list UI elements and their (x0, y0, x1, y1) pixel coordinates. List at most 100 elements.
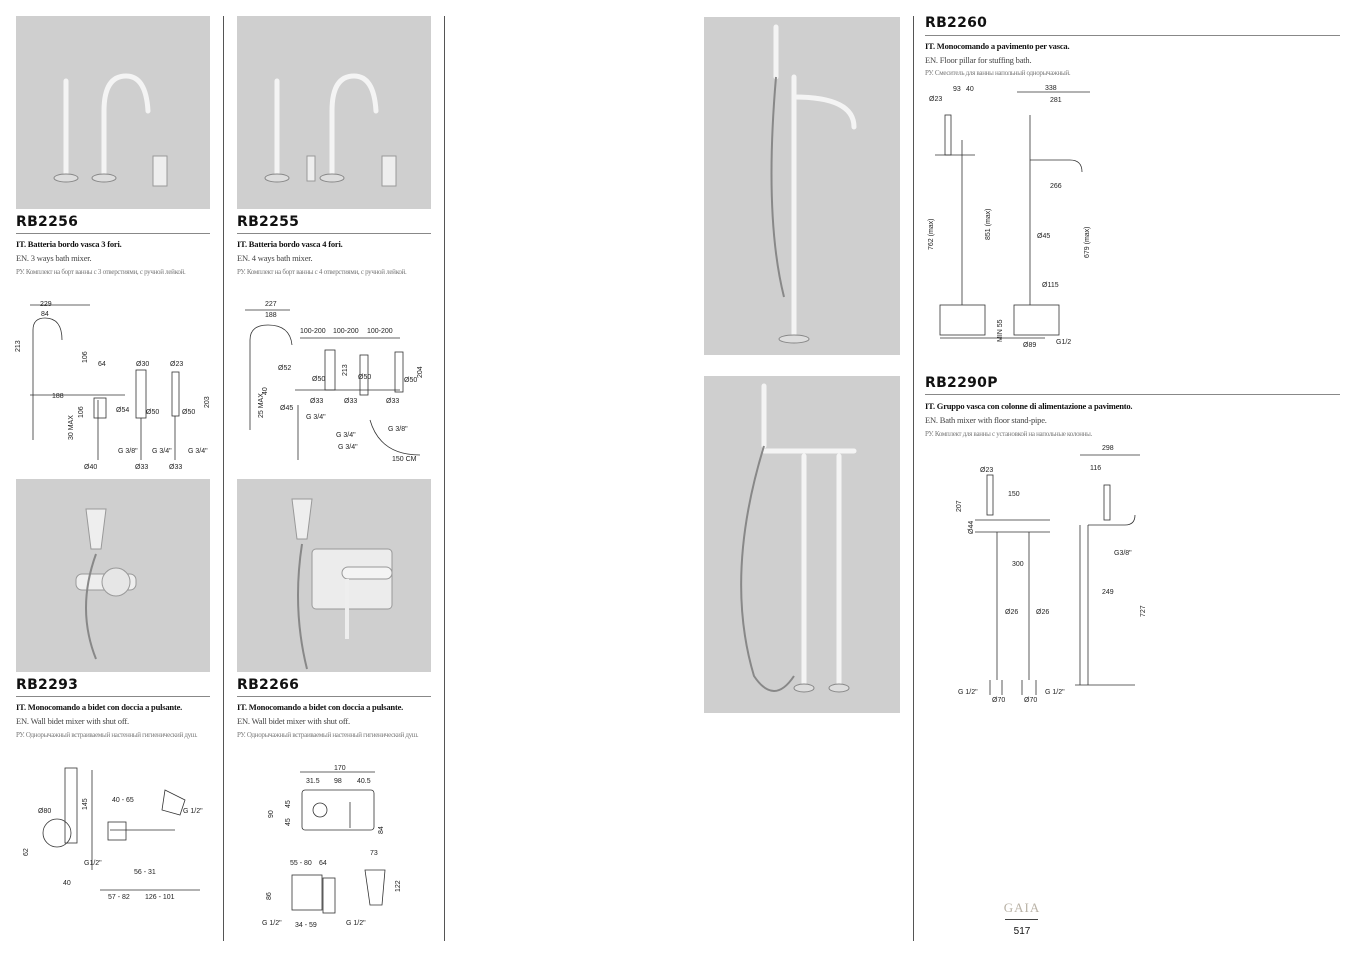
dimension-label: 298 (1102, 445, 1114, 452)
description-it: IT. Gruppo vasca con colonne di alimenta… (925, 401, 1133, 411)
dimension-label: 213 (342, 364, 349, 376)
dimension-label: Ø50 (312, 376, 326, 383)
product-photo-rb2293 (16, 479, 210, 672)
dimension-label: 203 (204, 396, 211, 408)
column-divider (223, 16, 224, 941)
dimension-label: 31.5 (306, 778, 320, 785)
dimension-label: 56 - 31 (134, 869, 156, 876)
dimension-label: G 3/4" (306, 414, 326, 421)
dimension-label: G 3/8" (118, 448, 138, 455)
dimension-label: Ø50 (146, 409, 160, 416)
dimension-label: 266 (1050, 183, 1062, 190)
dimension-label: 55 - 80 (290, 860, 312, 867)
dimension-label: 300 (1012, 561, 1024, 568)
heading-rule (925, 35, 1340, 36)
product-photo-rb2255 (237, 16, 431, 209)
dimension-label: Ø30 (136, 361, 150, 368)
dimension-label: 62 (23, 848, 30, 856)
dimension-label: 73 (370, 850, 378, 857)
product-photo-rb2256 (16, 16, 210, 209)
description-ru: РУ. Комплект на борт ванны с 4 отверстия… (237, 268, 407, 276)
description-en: EN. 4 ways bath mixer. (237, 253, 313, 263)
dimension-label: 213 (15, 340, 22, 352)
dimension-label: 45 (285, 818, 292, 826)
dimension-label: 116 (1090, 465, 1102, 472)
dimension-label: Ø23 (980, 467, 994, 474)
description-ru: РУ. Однорычажный встраиваемый настенный … (237, 731, 419, 739)
dimension-label: Ø33 (310, 398, 324, 405)
dimension-label: 150 (1008, 491, 1020, 498)
description-en: EN. Wall bidet mixer with shut off. (16, 716, 129, 726)
dimension-label: 150 CM (392, 456, 417, 463)
dimension-label: 84 (378, 826, 385, 834)
dimension-label: 86 (266, 892, 273, 900)
description-en: EN. Floor pillar for stuffing bath. (925, 55, 1032, 65)
dimension-label: Ø33 (344, 398, 358, 405)
description-it: IT. Monocomando a bidet con doccia a pul… (237, 702, 404, 712)
dimension-label: 40.5 (357, 778, 371, 785)
product-code: RB2260 (925, 15, 988, 31)
page-number: 517 (1013, 926, 1031, 937)
description-it: IT. Monocomando a pavimento per vasca. (925, 41, 1070, 51)
description-en: EN. Bath mixer with floor stand-pipe. (925, 415, 1047, 425)
product-photo-rb2266 (237, 479, 431, 672)
heading-rule (16, 696, 210, 697)
dimension-label: Ø50 (358, 374, 372, 381)
heading-rule (16, 233, 210, 234)
dimension-label: G 3/4" (336, 432, 356, 439)
dimension-label: G 1/2" (346, 920, 366, 927)
description-ru: РУ. Однорычажный встраиваемый настенный … (16, 731, 198, 739)
dimension-label: Ø80 (38, 808, 52, 815)
dimension-label: G3/8" (1114, 550, 1132, 557)
dimension-label: Ø45 (280, 405, 294, 412)
dimension-label: Ø115 (1042, 282, 1059, 289)
dimension-label: 122 (395, 880, 402, 892)
dimension-label: 93 (953, 86, 961, 93)
dimension-label: Ø52 (278, 365, 292, 372)
dimension-label: Ø33 (386, 398, 400, 405)
dimension-label: 170 (334, 765, 346, 772)
heading-rule (237, 696, 431, 697)
dimension-label: 84 (41, 311, 49, 318)
product-code: RB2255 (237, 214, 300, 230)
dimension-label: 207 (956, 500, 963, 512)
dimension-label: G 1/2" (262, 920, 282, 927)
description-it: IT. Batteria bordo vasca 4 fori. (237, 239, 343, 249)
dimension-label: 727 (1140, 605, 1147, 617)
dimension-label: 40 (966, 86, 974, 93)
description-en: EN. Wall bidet mixer with shut off. (237, 716, 350, 726)
dimension-label: G 3/4" (152, 448, 172, 455)
dimension-label: 679 (max) (1084, 226, 1091, 258)
dimension-label: 762 (max) (928, 218, 935, 250)
dimension-label: 98 (334, 778, 342, 785)
dimension-label: 106 (78, 406, 85, 418)
dimension-label: Ø40 (84, 464, 98, 471)
dimension-label: Ø50 (404, 377, 418, 384)
dimension-label: G1/2 (1056, 339, 1072, 346)
dimension-label: Ø23 (170, 361, 184, 368)
description-ru: РУ. Комплект на борт ванны с 3 отверстия… (16, 268, 186, 276)
dimension-label: 204 (417, 366, 424, 378)
description-it: IT. Batteria bordo vasca 3 fori. (16, 239, 122, 249)
dimension-label: 100-200 (300, 328, 326, 335)
dimension-label: Ø89 (1023, 342, 1037, 349)
dimension-label: 30 MAX (68, 415, 75, 440)
dimension-label: Ø70 (1024, 697, 1038, 704)
dimension-label: 229 (40, 301, 52, 308)
dimension-label: Ø23 (929, 96, 943, 103)
dimension-label: 106 (82, 351, 89, 363)
dimension-label: 126 - 101 (145, 894, 175, 901)
dimension-label: 249 (1102, 589, 1114, 596)
heading-rule (925, 394, 1340, 395)
dimension-label: 338 (1045, 85, 1057, 92)
description-en: EN. 3 ways bath mixer. (16, 253, 92, 263)
dimension-label: G 3/4" (188, 448, 208, 455)
dimension-label: G 3/8" (388, 426, 408, 433)
dimension-label: 227 (265, 301, 277, 308)
dimension-label: G 3/4" (338, 444, 358, 451)
dimension-label: 100-200 (333, 328, 359, 335)
dimension-label: Ø44 (968, 520, 975, 534)
product-code: RB2256 (16, 214, 79, 230)
product-photo-rb2290p (704, 376, 900, 713)
dimension-label: 90 (268, 810, 275, 818)
